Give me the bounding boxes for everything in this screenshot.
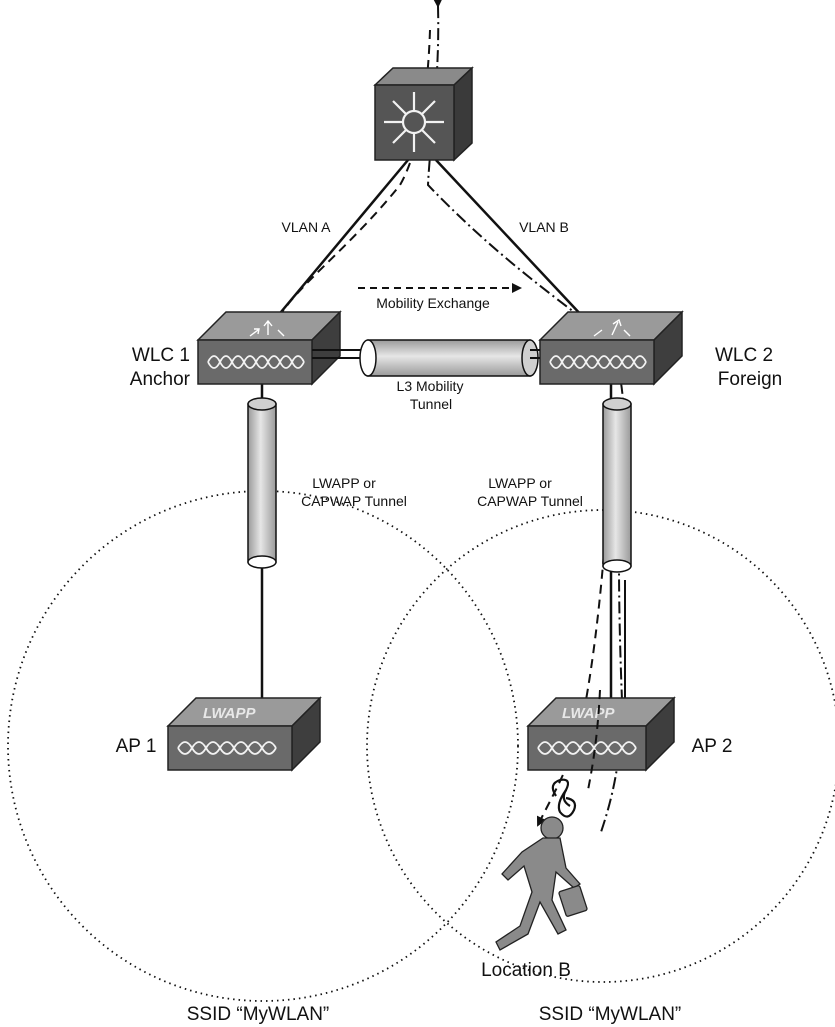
ap1-label: AP 1	[116, 736, 157, 757]
wlc1-role-label: Anchor	[130, 369, 191, 390]
vlan-a-label: VLAN A	[281, 219, 331, 235]
capwap-tunnel-left	[247, 397, 277, 569]
wlc2-label: WLC 2	[715, 345, 773, 366]
ap2-badge: LWAPP	[562, 705, 616, 722]
wlc-icon	[249, 319, 285, 337]
tunnel-right-label-1: LWAPP or	[488, 475, 552, 491]
tunnel-icon	[359, 339, 377, 377]
wlc1-label: WLC 1	[132, 345, 190, 366]
mobility-exchange-label: Mobility Exchange	[376, 295, 490, 311]
l3-mobility-tunnel	[312, 339, 540, 377]
coverage-area-left	[7, 490, 519, 1002]
tunnel-icon	[602, 559, 632, 573]
l3-tunnel-label-1: L3 Mobility	[397, 378, 464, 394]
tunnel-right-label-2: CAPWAP Tunnel	[477, 493, 583, 509]
wlc1-device	[196, 310, 342, 386]
wlc2-device	[538, 310, 684, 386]
person-icon	[495, 816, 588, 951]
ssid-right-label: SSID “MyWLAN”	[539, 1004, 682, 1025]
ap2-device: LWAPP	[526, 696, 676, 772]
anchored-traffic-path	[269, 29, 431, 341]
core-switch	[373, 66, 474, 162]
vlan-b-link	[435, 159, 585, 319]
ap2-label: AP 2	[692, 736, 733, 757]
tunnel-icon	[247, 555, 277, 569]
wireless-signal-icon	[537, 741, 637, 755]
l3-tunnel-label-2: Tunnel	[410, 396, 452, 412]
path-over-ap2	[587, 689, 601, 791]
location-label: Location B	[481, 960, 571, 981]
wireless-signal-icon	[177, 741, 277, 755]
router-icon	[384, 92, 444, 152]
ap1-device: LWAPP	[166, 696, 322, 772]
tunnel-left-label-1: LWAPP or	[312, 475, 376, 491]
ap1-badge: LWAPP	[203, 705, 257, 722]
ssid-left-label: SSID “MyWLAN”	[187, 1004, 330, 1025]
wlc-icon	[593, 318, 631, 337]
wireless-signal-icon	[207, 355, 305, 369]
wlc2-role-label: Foreign	[718, 369, 782, 390]
wireless-signal-icon	[549, 355, 647, 369]
wireless-signal-icon	[551, 778, 577, 818]
vlan-b-label: VLAN B	[519, 219, 569, 235]
tunnel-left-label-2: CAPWAP Tunnel	[301, 493, 407, 509]
capwap-tunnel-right	[602, 397, 632, 573]
